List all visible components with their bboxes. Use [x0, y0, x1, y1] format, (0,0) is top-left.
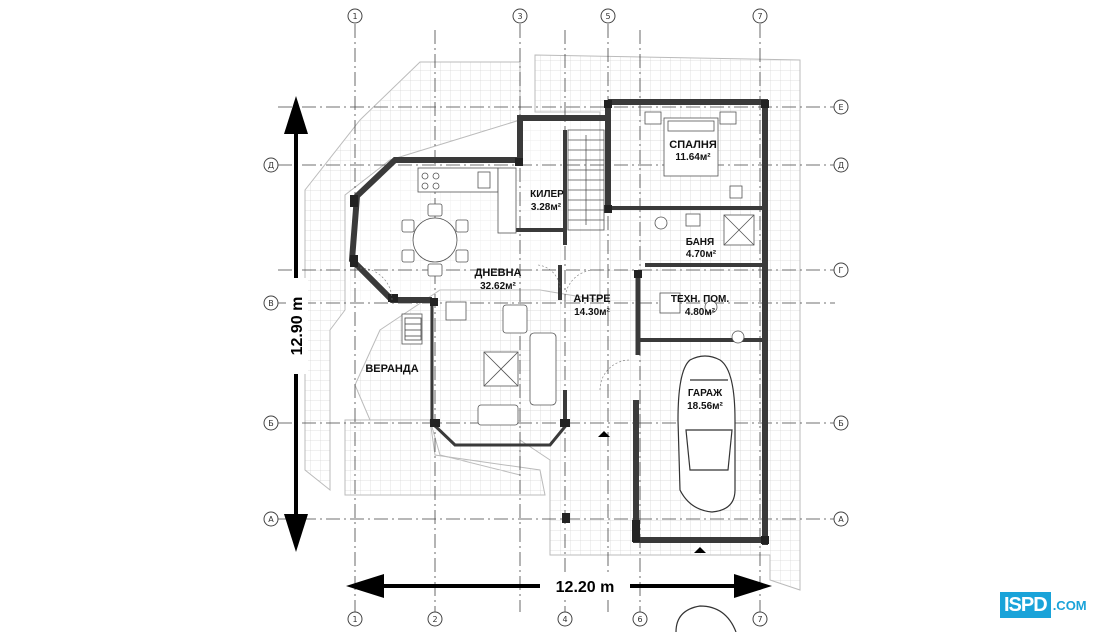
bath-fixtures — [654, 213, 755, 344]
column-marker-3-top: 3 — [512, 8, 528, 24]
column-markers: 1 3 5 7 1 2 4 6 7 — [347, 8, 768, 627]
svg-text:Д: Д — [268, 161, 274, 170]
svg-text:В: В — [268, 299, 274, 308]
door-swings — [359, 264, 631, 391]
interior-floor — [350, 105, 765, 540]
width-dimension: 12.20 m — [346, 574, 772, 598]
room-name-veranda: ВЕРАНДА — [365, 363, 418, 375]
veranda-steps — [404, 317, 422, 341]
column-marker-5-top: 5 — [600, 8, 616, 24]
row-marker-b-left: Б — [263, 415, 279, 431]
svg-text:Г: Г — [839, 266, 844, 275]
row-marker-a-left: А — [263, 511, 279, 527]
car-bottom-partial — [675, 605, 737, 632]
svg-text:2: 2 — [432, 615, 437, 624]
column-marker-7-bottom: 7 — [752, 611, 768, 627]
svg-text:1: 1 — [352, 12, 357, 21]
dining-table — [401, 203, 469, 277]
row-marker-e-right: Е — [833, 99, 849, 115]
row-marker-d-right: Д — [833, 157, 849, 173]
svg-text:7: 7 — [757, 12, 762, 21]
room-name-living: ДНЕВНА — [475, 267, 522, 279]
row-marker-g-right: Г — [833, 262, 849, 278]
column-marker-7-top: 7 — [752, 8, 768, 24]
column-marker-4-bottom: 4 — [557, 611, 573, 627]
svg-text:Е: Е — [838, 103, 843, 112]
room-name-hall: АНТРЕ — [573, 293, 610, 305]
svg-text:Б: Б — [268, 419, 274, 428]
column-marker-1-top: 1 — [347, 8, 363, 24]
svg-text:Б: Б — [838, 419, 844, 428]
room-area-bathroom: 4.70м² — [686, 249, 717, 260]
car — [677, 355, 736, 513]
row-marker-b-right: Б — [833, 415, 849, 431]
column-marker-1-bottom: 1 — [347, 611, 363, 627]
room-area-pantry: 3.28м² — [531, 202, 562, 213]
ispd-logo: ISPD .COM — [1000, 592, 1112, 618]
column-marker-2-bottom: 2 — [427, 611, 443, 627]
room-area-hall: 14.30м² — [574, 307, 610, 318]
logo-mark: ISPD — [1000, 592, 1051, 618]
svg-text:1: 1 — [352, 615, 357, 624]
room-name-pantry: КИЛЕР — [530, 189, 564, 200]
row-markers: Е Д Д Г В Б Б А А — [263, 99, 849, 527]
room-name-bedroom: СПАЛНЯ — [669, 139, 717, 151]
kitchen-counter — [417, 167, 517, 234]
svg-text:Д: Д — [838, 161, 844, 170]
room-area-tech: 4.80м² — [685, 307, 716, 318]
room-area-bedroom: 11.64м² — [675, 152, 711, 163]
svg-text:7: 7 — [757, 615, 762, 624]
width-label: 12.20 m — [556, 579, 615, 596]
height-dimension: 12.90 m — [284, 96, 308, 552]
svg-text:5: 5 — [605, 12, 610, 21]
column-marker-6-bottom: 6 — [632, 611, 648, 627]
entrance-markers — [598, 431, 706, 553]
staircase — [567, 129, 605, 231]
row-marker-d-left: Д — [263, 157, 279, 173]
room-name-bathroom: БАНЯ — [686, 237, 714, 248]
room-area-garage: 18.56м² — [687, 401, 723, 412]
svg-text:А: А — [268, 515, 274, 524]
svg-text:6: 6 — [637, 615, 642, 624]
bed — [644, 111, 743, 199]
svg-text:4: 4 — [562, 615, 567, 624]
row-marker-a-right: А — [833, 511, 849, 527]
row-marker-v-left: В — [263, 295, 279, 311]
svg-text:А: А — [838, 515, 844, 524]
height-label: 12.90 m — [289, 297, 306, 356]
room-name-tech: ТЕХН. ПОМ. — [671, 294, 730, 305]
pillars — [350, 100, 769, 544]
room-area-living: 32.62м² — [480, 281, 516, 292]
room-labels: СПАЛНЯ 11.64м² КИЛЕР 3.28м² ДНЕВНА 32.62… — [365, 139, 729, 412]
logo-domain: .COM — [1052, 597, 1087, 613]
svg-text:3: 3 — [517, 12, 522, 21]
room-name-garage: ГАРАЖ — [688, 388, 723, 399]
